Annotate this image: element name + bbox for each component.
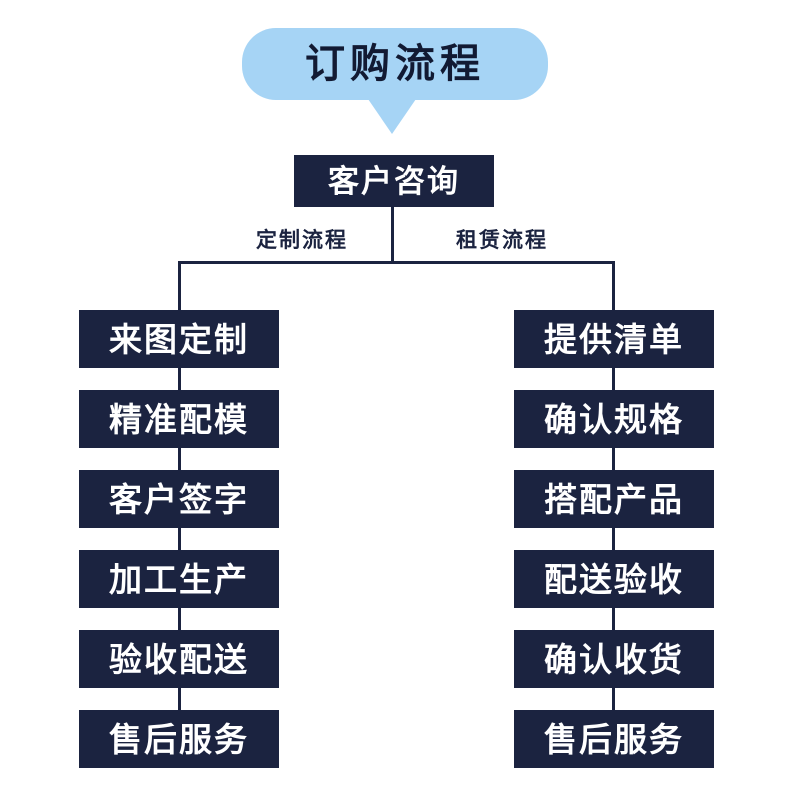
node-left-step-5-label: 验收配送 <box>109 640 249 678</box>
branch-label-rental: 租赁流程 <box>456 229 548 252</box>
connector-right-3-4 <box>612 528 615 550</box>
connector-right-4-5 <box>612 608 615 630</box>
connector-left-5-6 <box>178 688 181 710</box>
node-right-step-1: 提供清单 <box>514 310 714 368</box>
node-left-step-4: 加工生产 <box>79 550 279 608</box>
connector-left-2-3 <box>178 448 181 470</box>
connector-root-stem <box>391 207 394 263</box>
node-right-step-3-label: 搭配产品 <box>544 480 684 518</box>
node-root-label: 客户咨询 <box>328 163 460 199</box>
node-right-step-2: 确认规格 <box>514 390 714 448</box>
node-right-step-5: 确认收货 <box>514 630 714 688</box>
node-left-step-6-label: 售后服务 <box>109 720 249 758</box>
node-right-step-1-label: 提供清单 <box>544 320 684 358</box>
title-banner-label: 订购流程 <box>305 42 485 86</box>
node-left-step-1-label: 来图定制 <box>109 320 249 358</box>
connector-split-bar <box>178 261 615 264</box>
node-root: 客户咨询 <box>294 155 494 207</box>
branch-label-custom: 定制流程 <box>256 229 348 252</box>
node-left-step-5: 验收配送 <box>79 630 279 688</box>
node-right-step-5-label: 确认收货 <box>544 640 684 678</box>
node-left-step-3-label: 客户签字 <box>109 480 249 518</box>
title-banner-tail <box>368 99 416 134</box>
connector-left-1-2 <box>178 368 181 390</box>
node-left-step-6: 售后服务 <box>79 710 279 768</box>
node-left-step-2: 精准配模 <box>79 390 279 448</box>
connector-right-5-6 <box>612 688 615 710</box>
node-right-step-3: 搭配产品 <box>514 470 714 528</box>
connector-drop-right <box>612 261 615 312</box>
node-left-step-1: 来图定制 <box>79 310 279 368</box>
node-right-step-4: 配送验收 <box>514 550 714 608</box>
title-banner: 订购流程 <box>242 28 548 100</box>
connector-left-3-4 <box>178 528 181 550</box>
node-right-step-2-label: 确认规格 <box>544 400 684 438</box>
connector-drop-left <box>178 261 181 312</box>
node-right-step-6: 售后服务 <box>514 710 714 768</box>
connector-left-4-5 <box>178 608 181 630</box>
node-left-step-4-label: 加工生产 <box>109 560 249 598</box>
connector-right-1-2 <box>612 368 615 390</box>
node-right-step-6-label: 售后服务 <box>544 720 684 758</box>
connector-right-2-3 <box>612 448 615 470</box>
node-left-step-3: 客户签字 <box>79 470 279 528</box>
node-left-step-2-label: 精准配模 <box>109 400 249 438</box>
node-right-step-4-label: 配送验收 <box>544 560 684 598</box>
